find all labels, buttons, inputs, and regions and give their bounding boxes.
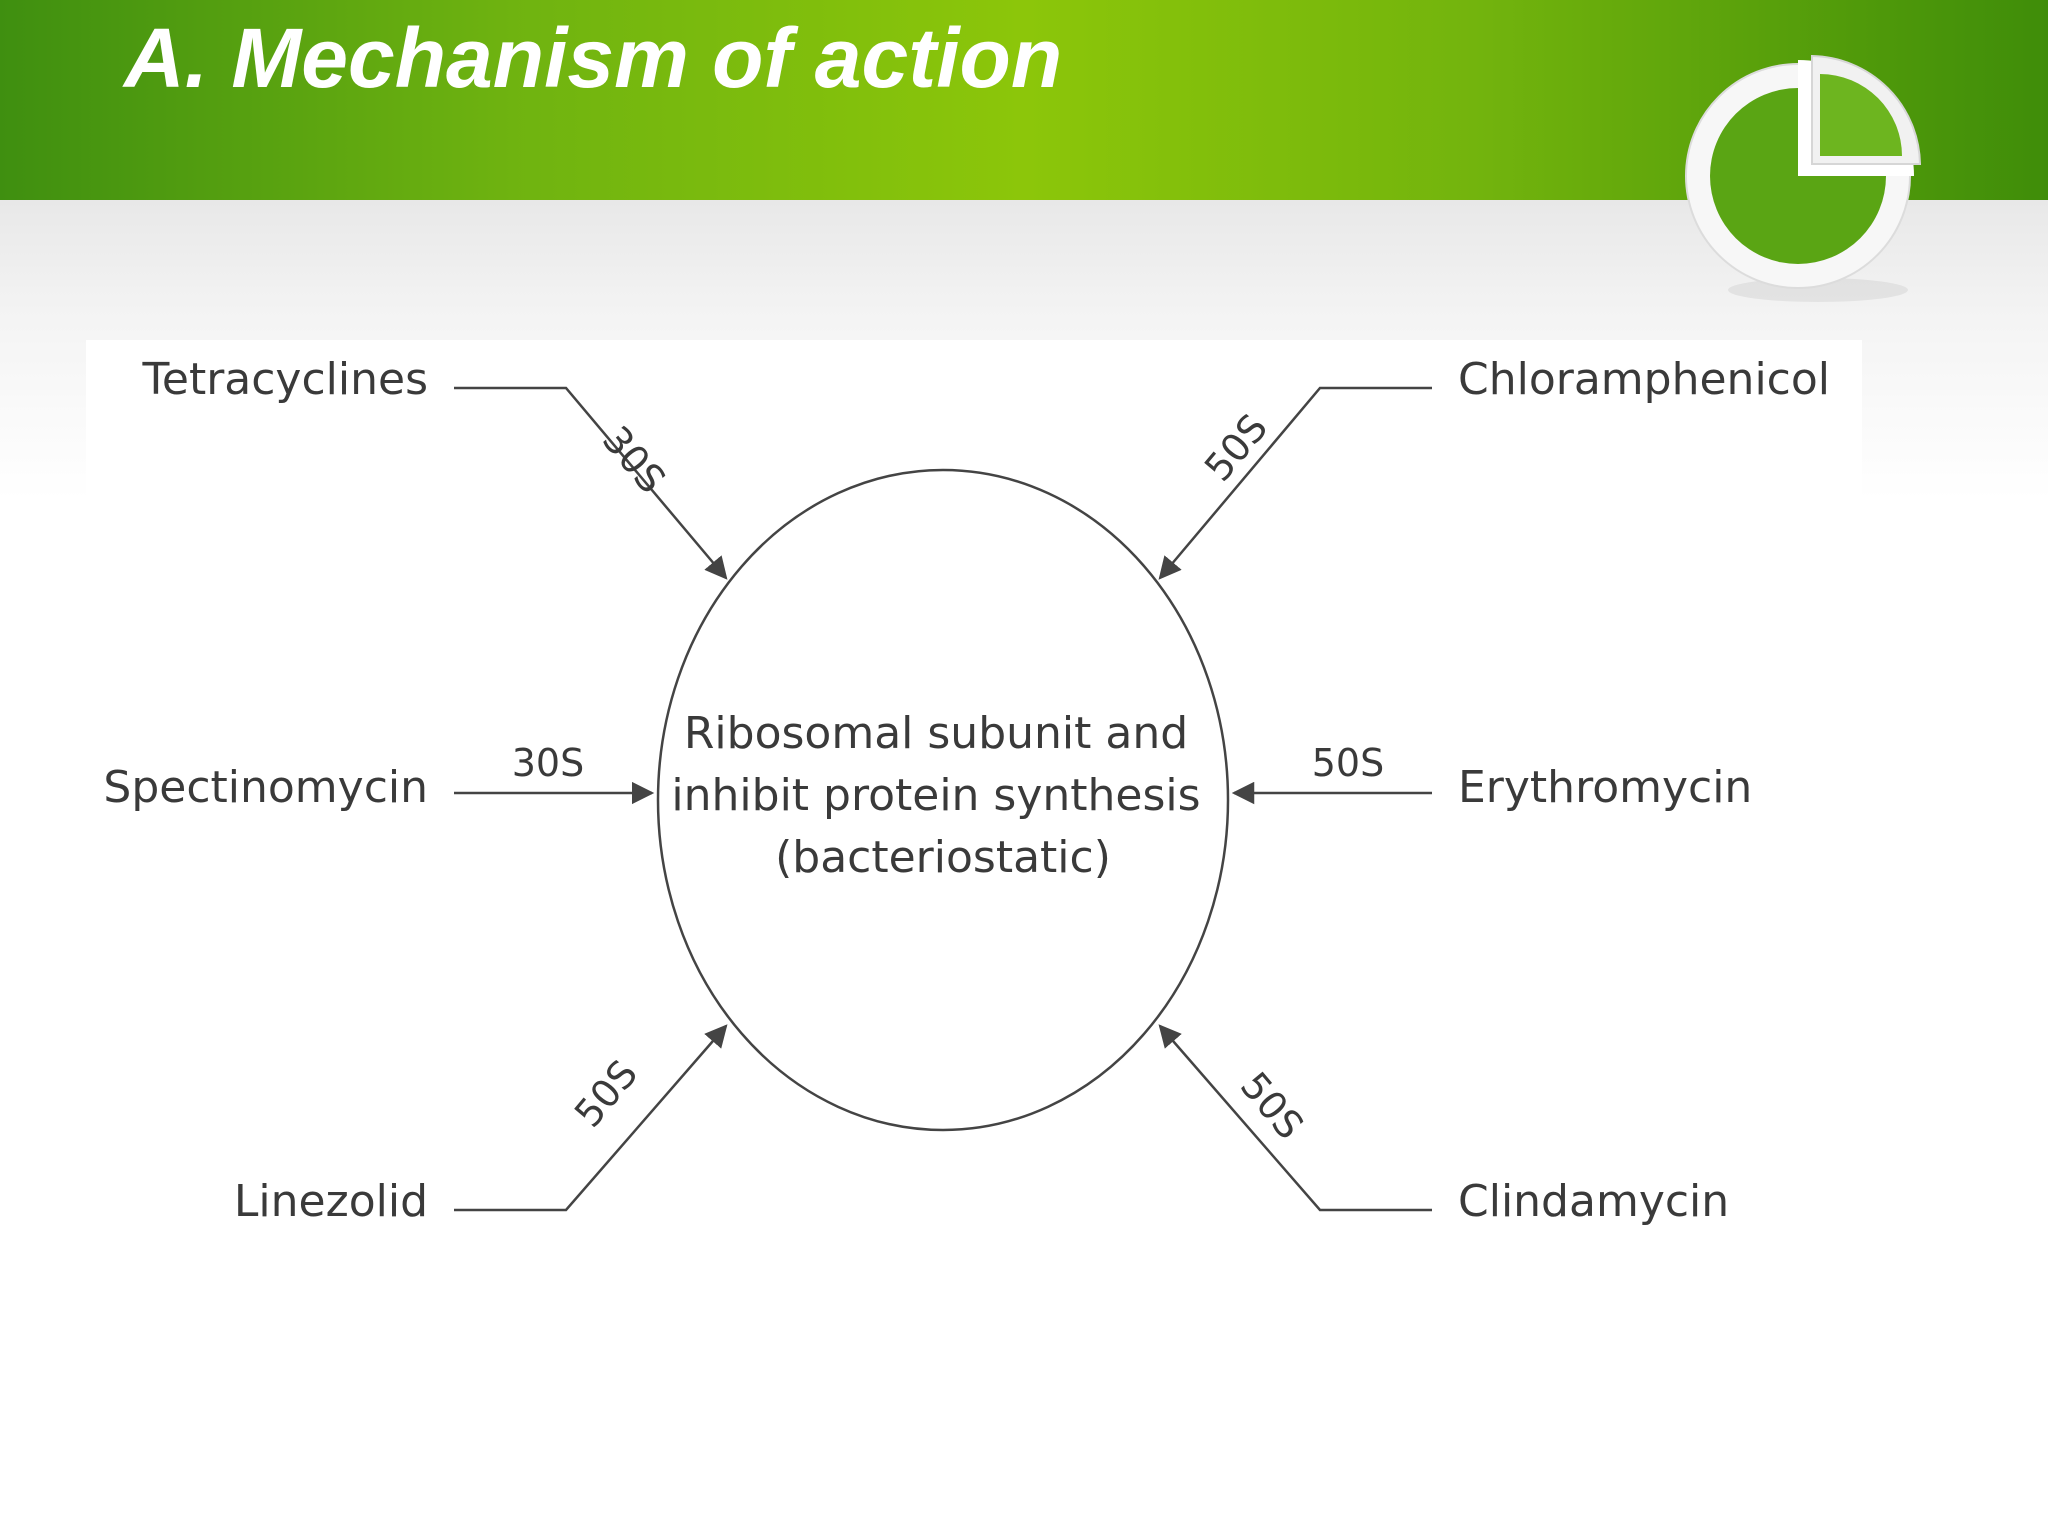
subunit-label-tetracyclines: 30S (594, 418, 674, 502)
drug-label-spectinomycin: Spectinomycin (103, 762, 428, 813)
subunit-label-erythromycin: 50S (1312, 741, 1384, 785)
subunit-label-spectinomycin: 30S (512, 741, 584, 785)
pie-chart-logo-icon (1685, 54, 1922, 302)
slide-title: A. Mechanism of action (124, 11, 1063, 105)
center-label: Ribosomal subunit and inhibit protein sy… (671, 708, 1214, 883)
header-bar: A. Mechanism of action (0, 0, 2048, 200)
arrow-chloramphenicol (1158, 386, 1432, 580)
drug-label-erythromycin: Erythromycin (1458, 762, 1752, 813)
subunit-label-clindamycin: 50S (1232, 1064, 1312, 1148)
subunit-label-linezolid: 50S (566, 1052, 646, 1136)
center-line-1: Ribosomal subunit and (684, 708, 1188, 759)
subunit-label-chloramphenicol: 50S (1196, 406, 1276, 490)
center-line-2: inhibit protein synthesis (671, 770, 1200, 821)
drug-label-clindamycin: Clindamycin (1458, 1176, 1729, 1227)
arrow-tetracyclines (454, 386, 728, 580)
center-line-3: (bacteriostatic) (775, 832, 1111, 883)
drug-label-linezolid: Linezolid (234, 1176, 428, 1227)
arrow-linezolid (454, 1024, 728, 1212)
arrow-clindamycin (1158, 1024, 1432, 1212)
drug-label-tetracyclines: Tetracyclines (141, 354, 428, 405)
drug-label-chloramphenicol: Chloramphenicol (1458, 354, 1830, 405)
mechanism-diagram: Ribosomal subunit and inhibit protein sy… (86, 340, 1862, 1260)
ribosome-ellipse (656, 468, 1230, 1132)
